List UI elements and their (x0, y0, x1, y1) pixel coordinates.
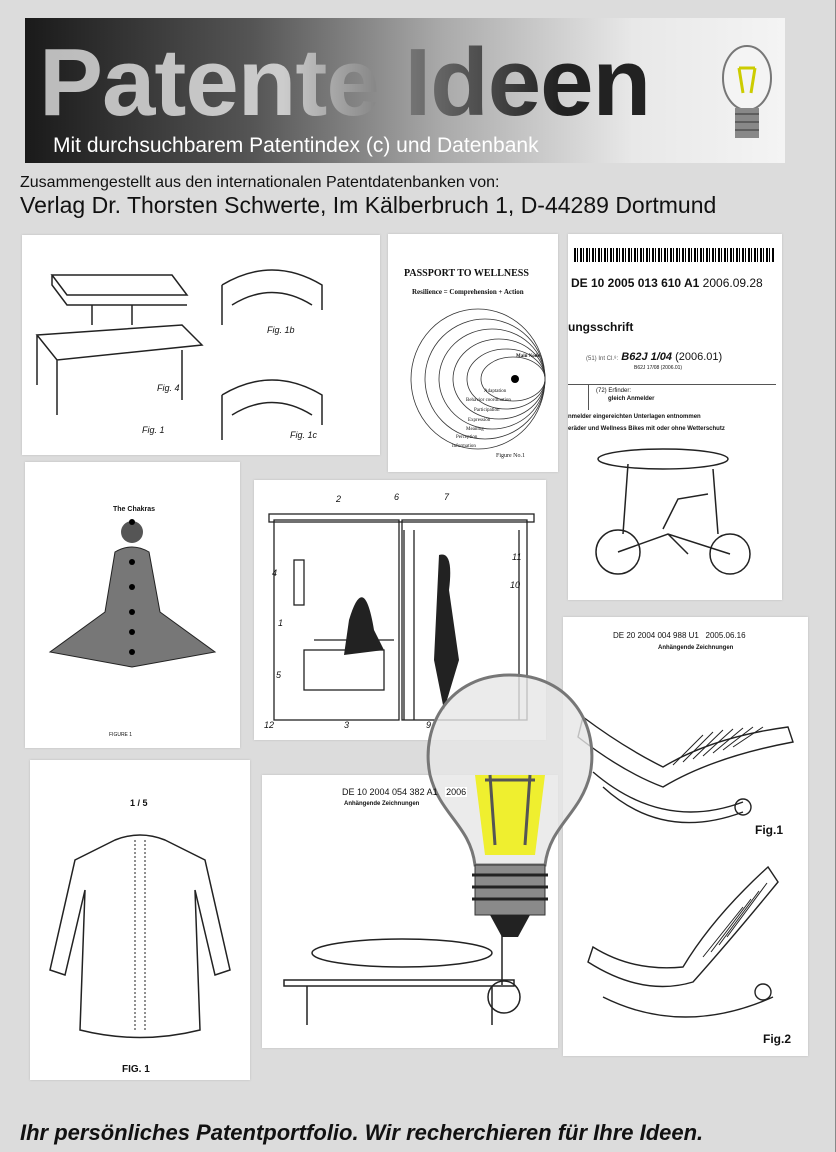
fig-label: Fig.2 (763, 1032, 791, 1046)
callout-number: 10 (510, 580, 520, 590)
bench-patent-header: DE 10 2004 054 382 A1 2006 (342, 787, 467, 797)
callout-number: 2 (336, 494, 341, 504)
garment-sketch (30, 760, 250, 1080)
patent-wellness-bike: DE 10 2005 013 610 A1 2006.09.28 ungssch… (568, 234, 782, 600)
patent-passport-wellness: PASSPORT TO WELLNESS Resilience = Compre… (388, 234, 558, 472)
subtitle: Mit durchsuchbarem Patentindex (c) und D… (53, 134, 539, 158)
level-label: Adaptation (484, 389, 506, 394)
light-bulb-icon (717, 38, 777, 158)
callout-number: 3 (344, 720, 349, 730)
patent-number: DE 10 2004 054 382 A1 (342, 787, 438, 797)
drawings-subtitle: Anhängende Zeichnungen (344, 801, 419, 807)
callout-number: 11 (512, 552, 521, 562)
fig-label: Fig. 4 (157, 383, 180, 393)
compiled-from-text: Zusammengestellt aus den internationalen… (20, 174, 499, 192)
callout-number: 5 (276, 670, 281, 680)
fig-label: Fig.1 (755, 823, 783, 837)
level-label: Information (452, 444, 476, 449)
recumbent-bike-sketch (568, 234, 782, 600)
level-label: Perception (456, 435, 477, 440)
patent-date: 2006 (445, 787, 467, 797)
fig-label: Fig. 1b (267, 325, 295, 335)
level-label: Meaning (466, 427, 484, 432)
patent-bed-drawing: Fig. 1 Fig. 4 Fig. 1b Fig. 1c (22, 235, 380, 455)
main-node-label: Main Node (516, 354, 540, 359)
figure-label: FIGURE 1 (109, 732, 132, 738)
light-bulb-illustration (410, 665, 610, 955)
patent-chakras: The Chakras FIGURE 1 (25, 462, 240, 748)
level-label: Participation (474, 408, 500, 413)
callout-number: 12 (264, 720, 274, 730)
fig-label: Fig. 1c (290, 430, 317, 440)
level-label: Expression (468, 418, 490, 423)
callout-number: 7 (444, 492, 449, 502)
callout-number: 1 (278, 618, 283, 628)
callout-number: 6 (394, 492, 399, 502)
bed-sketch (22, 235, 380, 455)
level-label: Behavior coordination (466, 398, 511, 403)
title-banner: Patente Ideen Mit durchsuchbarem Patenti… (25, 18, 785, 163)
footer-slogan: Ihr persönliches Patentportfolio. Wir re… (20, 1120, 703, 1146)
figure-label: FIG. 1 (122, 1064, 150, 1075)
publisher-address: Verlag Dr. Thorsten Schwerte, Im Kälberb… (20, 192, 716, 219)
fig-label: Fig. 1 (142, 425, 165, 435)
figure-label: Figure No.1 (496, 453, 525, 459)
callout-number: 4 (272, 568, 277, 578)
page-title: Patente Ideen (39, 28, 650, 138)
meditating-figure-sketch (25, 462, 240, 748)
patent-garment: 1 / 5 FIG. 1 (30, 760, 250, 1080)
